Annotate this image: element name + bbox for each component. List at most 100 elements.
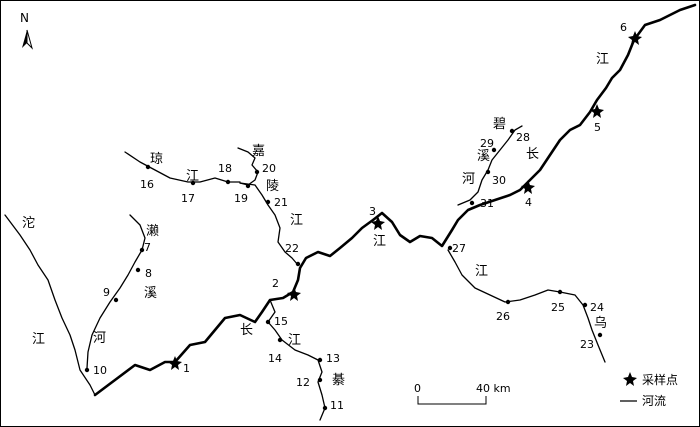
- site-label-23: 23: [580, 338, 594, 351]
- site-label-15: 15: [274, 315, 288, 328]
- river-jialing: [239, 182, 299, 266]
- site-marker-21: [265, 199, 271, 205]
- site-label-24: 24: [590, 301, 604, 314]
- river-char-qiong: 琼: [150, 152, 163, 167]
- river-char-he-bi: 河: [462, 172, 475, 187]
- scale-start-label: 0: [414, 382, 421, 395]
- site-label-27: 27: [452, 242, 466, 255]
- river-tuojiang: [4, 214, 96, 396]
- river-char-he-lai: 河: [93, 331, 106, 346]
- river-char-jiang-yangtze-2: 江: [373, 234, 386, 249]
- site-marker-31: [469, 200, 475, 206]
- site-marker-3: [371, 216, 385, 230]
- river-char-tuo: 沱: [22, 215, 35, 231]
- river-char-jiang-yangtze-1: 江: [288, 333, 301, 348]
- site-marker-8: [135, 267, 141, 273]
- site-marker-12: [317, 377, 323, 383]
- legend-river-label: 河流: [642, 394, 666, 408]
- site-label-18: 18: [218, 162, 232, 175]
- site-label-22: 22: [285, 242, 299, 255]
- site-marker-22: [295, 261, 301, 267]
- river-char-wu: 乌: [594, 315, 607, 331]
- river-char-xi-bi: 溪: [477, 149, 490, 164]
- site-marker-27: [447, 245, 453, 251]
- site-marker-4: [521, 180, 535, 194]
- river-wujiang: [447, 249, 606, 363]
- site-marker-29: [491, 147, 497, 153]
- site-label-31: 31: [480, 197, 494, 210]
- site-marker-24: [582, 302, 588, 308]
- scale-bar: [417, 396, 487, 405]
- site-marker-30: [485, 169, 491, 175]
- site-label-11: 11: [330, 399, 344, 412]
- site-marker-7: [139, 247, 145, 253]
- site-label-29: 29: [480, 137, 494, 150]
- site-marker-18: [225, 179, 231, 185]
- legend-site-label: 采样点: [642, 372, 678, 387]
- site-label-25: 25: [551, 301, 565, 314]
- river-names: 沱 江 濑 溪 河 琼 江 嘉 陵 江 长 江 綦 江 江 江 碧 溪 河 长 …: [22, 52, 609, 388]
- river-laixi: [86, 214, 146, 369]
- site-marker-11: [322, 405, 328, 411]
- site-label-26: 26: [496, 310, 510, 323]
- site-marker-5: [590, 104, 604, 118]
- site-marker-15: [265, 319, 271, 325]
- scale-end-label: 40 km: [476, 382, 511, 395]
- north-label: N: [20, 11, 29, 25]
- river-char-qi: 綦: [332, 373, 345, 388]
- site-marker-13: [317, 357, 323, 363]
- river-qiongjiang: [124, 151, 241, 183]
- site-label-10: 10: [93, 364, 107, 377]
- site-label-30: 30: [492, 174, 506, 187]
- river-char-jiang-qiong: 江: [186, 169, 199, 184]
- river-char-jiang-yangtze-3: 江: [596, 52, 609, 67]
- river-bixi: [457, 125, 523, 206]
- site-label-2: 2: [272, 277, 279, 290]
- site-marker-10: [84, 367, 90, 373]
- site-label-17: 17: [181, 192, 195, 205]
- site-label-14: 14: [268, 352, 282, 365]
- site-label-4: 4: [525, 196, 532, 209]
- river-char-chang-1: 长: [240, 323, 253, 338]
- site-label-13: 13: [326, 352, 340, 365]
- site-label-19: 19: [234, 192, 248, 205]
- river-char-jiang-wu: 江: [475, 264, 488, 279]
- site-marker-28: [509, 128, 515, 134]
- site-marker-23: [597, 332, 603, 338]
- site-marker-6: [628, 31, 642, 45]
- legend-site-icon: [623, 372, 637, 386]
- north-arrow-icon: [22, 29, 33, 50]
- site-label-20: 20: [262, 162, 276, 175]
- legend: 采样点 河流: [620, 372, 678, 408]
- site-label-9: 9: [103, 286, 110, 299]
- site-markers: [84, 31, 642, 411]
- site-label-16: 16: [140, 178, 154, 191]
- river-yangtze: [93, 3, 697, 397]
- site-label-5: 5: [594, 121, 601, 134]
- site-marker-19: [245, 183, 251, 189]
- site-label-21: 21: [274, 196, 288, 209]
- river-char-jia: 嘉: [252, 144, 265, 159]
- site-label-12: 12: [296, 376, 310, 389]
- site-marker-26: [505, 299, 511, 305]
- site-marker-14: [277, 337, 283, 343]
- river-char-jiang-tuo: 江: [32, 332, 45, 347]
- site-marker-20: [254, 169, 260, 175]
- river-char-lai: 濑: [146, 224, 159, 239]
- site-marker-9: [113, 297, 119, 303]
- river-char-jiang-jialing: 江: [290, 213, 303, 228]
- site-label-3: 3: [369, 205, 376, 218]
- river-char-chang-2: 长: [526, 147, 539, 162]
- site-marker-17: [190, 180, 196, 186]
- rivers: [4, 3, 697, 421]
- site-label-28: 28: [516, 131, 530, 144]
- site-marker-1: [168, 356, 182, 370]
- river-char-bi: 碧: [493, 117, 506, 132]
- site-label-7: 7: [144, 241, 151, 254]
- site-marker-25: [557, 289, 563, 295]
- site-marker-16: [145, 164, 151, 170]
- site-label-1: 1: [183, 362, 190, 375]
